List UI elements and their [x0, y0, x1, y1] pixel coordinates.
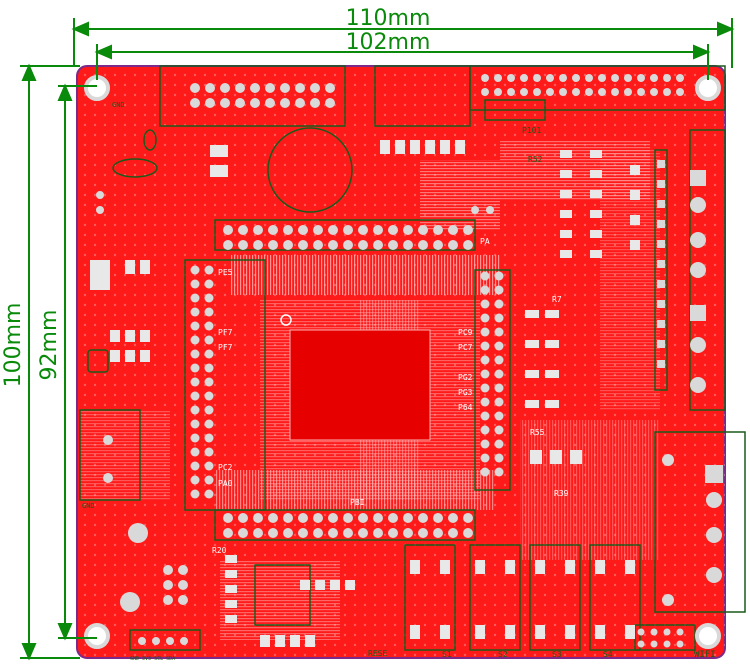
header-top-right [481, 74, 684, 96]
right-strip-pads [657, 160, 665, 368]
smd-pads [90, 140, 640, 647]
dimension-lines [20, 18, 735, 661]
dim-inner-width: 102mm [346, 30, 431, 55]
dimension-arrow-icon [94, 44, 112, 60]
dimension-arrow-icon [71, 21, 89, 37]
label-gnd: GND [112, 101, 125, 109]
button-pads [410, 560, 635, 639]
label-s4: S4 [603, 650, 613, 659]
label-s3: S3 [552, 650, 562, 659]
label-gnd2: GND [82, 502, 95, 510]
dimension-arrow-icon [57, 83, 73, 101]
header-top-left [190, 83, 335, 108]
label-pbi: PBI [350, 498, 365, 507]
label-pa: PA [480, 237, 490, 246]
label-rese: RESE [368, 649, 387, 658]
header-right-column [480, 271, 504, 477]
label-p64: P64 [458, 403, 473, 412]
label-r20: R20 [212, 546, 227, 555]
label-pf7b: PF7 [218, 343, 233, 352]
label-pe5: PE5 [218, 268, 233, 277]
mounting-hole-icon [84, 75, 721, 649]
header-left-column [190, 265, 214, 499]
label-pg2: PG2 [458, 373, 473, 382]
label-p101: P101 [522, 126, 541, 135]
dim-outer-width: 110mm [346, 6, 431, 31]
label-mini-pins: GND 3V3 SCL SDA [130, 656, 175, 662]
label-pf7a: PF7 [218, 328, 233, 337]
label-r52: R52 [528, 155, 543, 164]
label-pc2: PC2 [218, 463, 233, 472]
dimension-arrow-icon [693, 44, 711, 60]
label-pg3: PG3 [458, 388, 473, 397]
header-upper-row [223, 225, 473, 250]
label-s2: S2 [498, 650, 508, 659]
label-s1: S1 [442, 650, 452, 659]
label-pa0: PA0 [218, 479, 233, 488]
label-pc7: PC7 [458, 343, 473, 352]
dimension-labels: 110mm 102mm 100mm 92mm [1, 6, 430, 387]
dimension-arrow-icon [21, 63, 37, 81]
misc-round-pads [96, 191, 684, 648]
dim-outer-height: 100mm [1, 303, 26, 388]
label-pc9: PC9 [458, 328, 473, 337]
label-wifi: WIFI [694, 650, 716, 660]
mcu-footprint [280, 314, 431, 441]
dimension-arrow-icon [57, 623, 73, 641]
right-side-pads [662, 170, 723, 606]
label-r7: R7 [552, 295, 562, 304]
dimension-arrow-icon [717, 21, 735, 37]
silkscreen-labels: PA PE5 PF7 PF7 PC2 PA0 PC9 PC7 PG2 PG3 P… [82, 101, 716, 662]
dimension-arrow-icon [21, 643, 37, 661]
crystal-outlines [87, 99, 546, 373]
label-r39: R39 [554, 489, 569, 498]
label-r55: R55 [530, 428, 545, 437]
header-lower-row [223, 513, 473, 538]
dim-inner-height: 92mm [37, 310, 62, 381]
